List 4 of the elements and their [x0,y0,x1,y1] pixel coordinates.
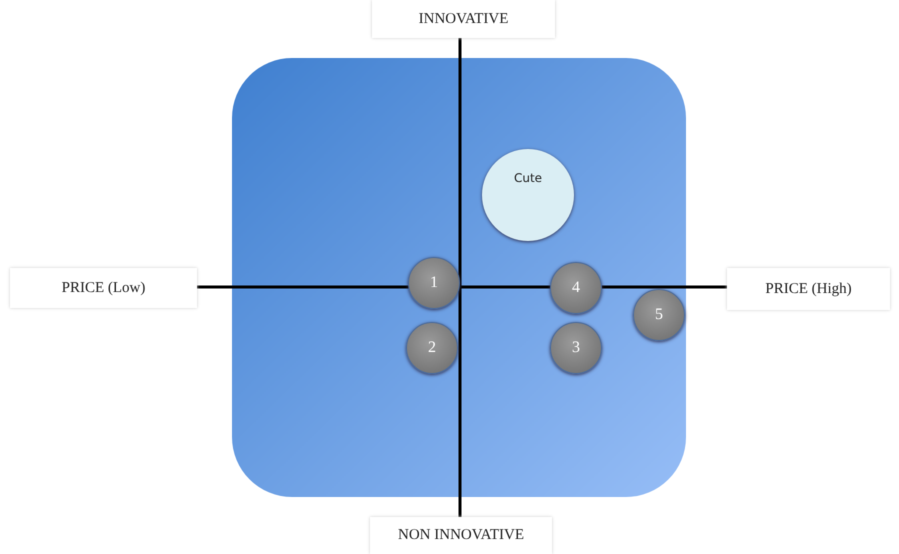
axis-label: PRICE (High) [727,268,890,310]
axis-label: NON INNOVATIVE [370,517,552,554]
axis-label: PRICE (Low) [10,268,197,308]
axis-label: INNOVATIVE [372,0,555,38]
